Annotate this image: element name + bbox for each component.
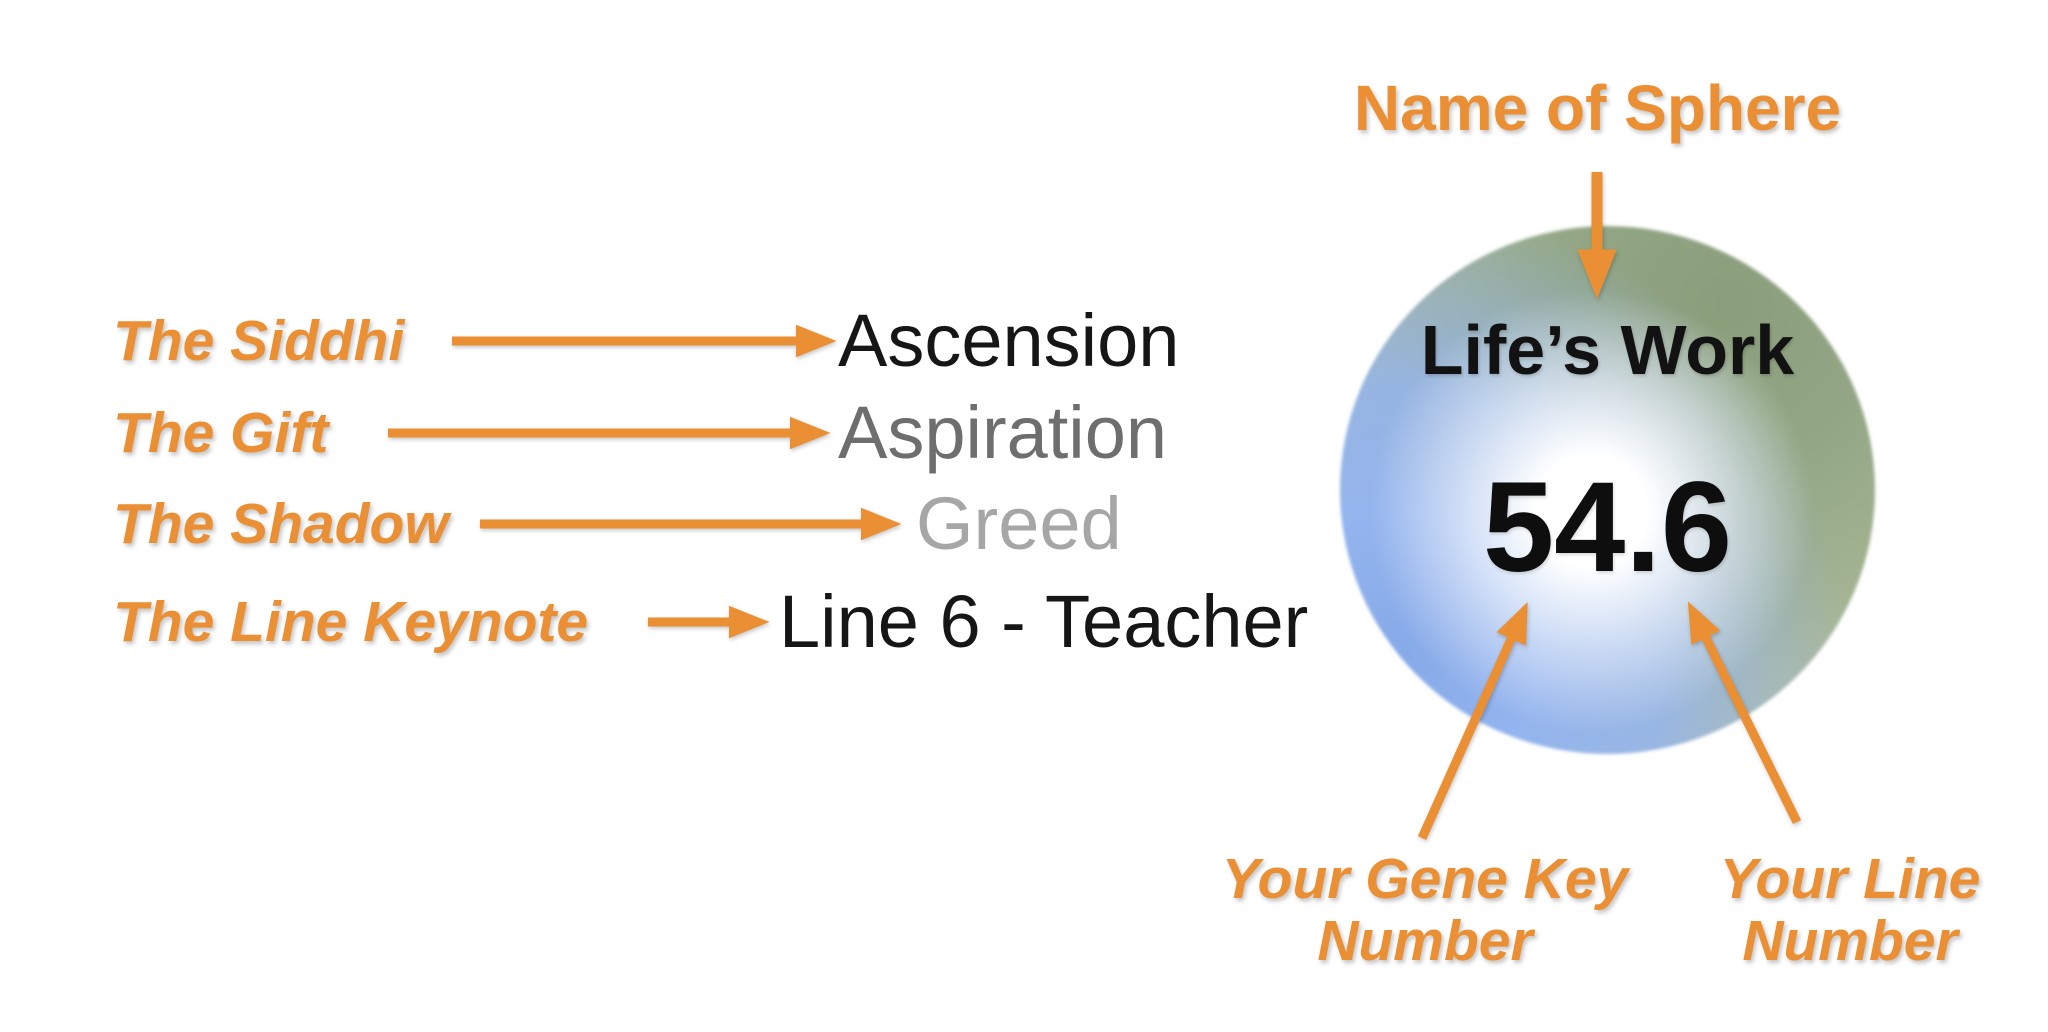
- legend-label-line-keynote: The Line Keynote: [113, 590, 589, 654]
- legend-label-shadow: The Shadow: [113, 492, 449, 556]
- annotation-name-of-sphere: Name of Sphere: [1353, 72, 1842, 144]
- legend-label-siddhi: The Siddhi: [113, 309, 405, 373]
- annotation-gene-key-line2: Number: [1317, 909, 1533, 973]
- annotation-line-number-line2: Number: [1742, 909, 1958, 973]
- annotation-gene-key-number: Your Gene Key Number: [1190, 848, 1660, 972]
- legend-value-shadow: Greed: [916, 482, 1122, 565]
- legend-value-gift: Aspiration: [838, 391, 1168, 474]
- sphere-name-label: Life’s Work: [1420, 311, 1795, 389]
- annotation-line-number: Your Line Number: [1660, 848, 2040, 972]
- annotation-gene-key-line1: Your Gene Key: [1221, 847, 1629, 911]
- legend-label-gift: The Gift: [113, 401, 329, 465]
- legend-value-siddhi: Ascension: [838, 299, 1180, 382]
- annotation-line-number-line1: Your Line: [1719, 847, 1981, 911]
- sphere-gene-key-value: 54.6: [1482, 456, 1733, 599]
- legend-value-line-keynote: Line 6 - Teacher: [779, 580, 1309, 663]
